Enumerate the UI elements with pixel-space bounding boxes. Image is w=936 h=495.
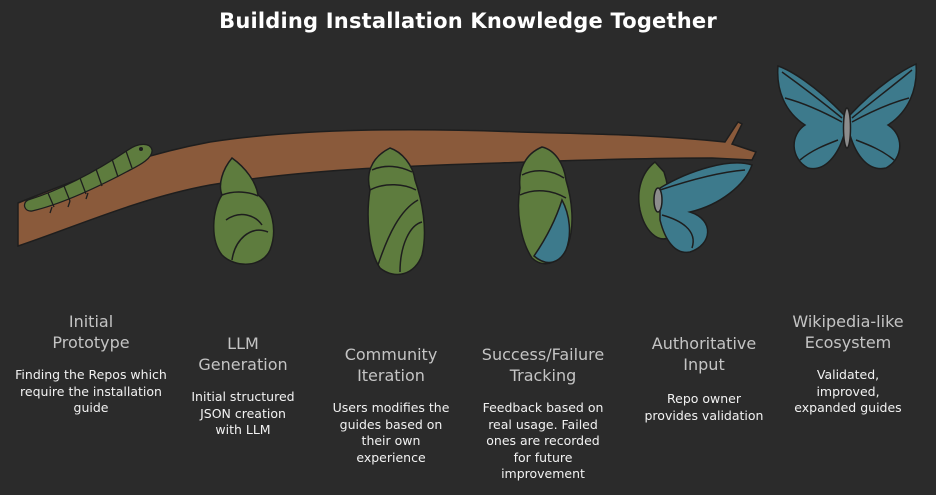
- chrysalis-icon: [367, 147, 426, 276]
- stage-wikipedia-like-ecosystem: Wikipedia-like Ecosystem Validated, impr…: [766, 311, 930, 417]
- stage-description: Repo owner provides validation: [644, 391, 764, 423]
- butterfly-emerging-icon: [638, 160, 753, 254]
- butterfly-icon: [776, 62, 917, 170]
- page-title: Building Installation Knowledge Together: [219, 9, 717, 33]
- stage-title: Authoritative Input: [651, 334, 757, 374]
- stage-initial-prototype: Initial Prototype Finding the Repos whic…: [2, 311, 180, 417]
- stage-authoritative-input: Authoritative Input Repo owner provides …: [618, 333, 790, 424]
- stage-title: Community Iteration: [344, 345, 438, 385]
- branch-icon: [17, 121, 758, 248]
- caterpillar-icon: [23, 143, 153, 214]
- stage-description: Feedback based on real usage. Failed one…: [482, 400, 604, 481]
- stage-description: Validated, improved, expanded guides: [794, 367, 902, 415]
- stage-title: Wikipedia-like Ecosystem: [792, 312, 904, 352]
- stage-title: Initial Prototype: [52, 312, 130, 352]
- stage-llm-generation: LLM Generation Initial structured JSON c…: [163, 333, 323, 439]
- stage-description: Finding the Repos which require the inst…: [15, 367, 167, 415]
- cocoon-icon: [213, 156, 275, 265]
- stage-description: Users modifies the guides based on their…: [332, 400, 450, 465]
- emerging-chrysalis-icon: [517, 146, 573, 265]
- stage-title: Success/Failure Tracking: [481, 345, 605, 385]
- stage-community-iteration: Community Iteration Users modifies the g…: [310, 344, 472, 466]
- stage-success-failure-tracking: Success/Failure Tracking Feedback based …: [462, 344, 624, 483]
- stage-title: LLM Generation: [198, 334, 288, 374]
- stage-description: Initial structured JSON creation with LL…: [191, 389, 295, 437]
